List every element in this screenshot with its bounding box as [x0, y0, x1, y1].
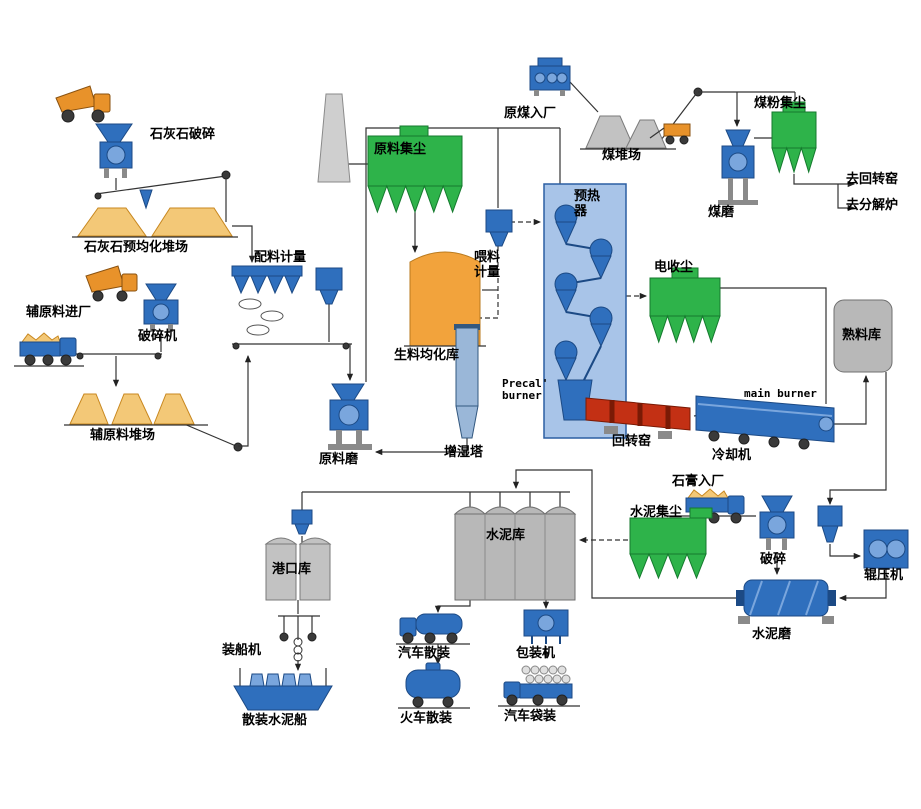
aux-crusher-icon — [143, 283, 179, 332]
label-precal-burner: Precal' burner — [502, 377, 549, 403]
label-raw-dust-collector: 原料集尘 — [374, 141, 427, 156]
roller-press-icon — [863, 529, 909, 569]
label-feed-metering: 喂料计量 — [474, 249, 501, 279]
label-cement-mill: 水泥磨 — [752, 626, 792, 641]
clinker-feed-hopper-icon — [817, 505, 843, 543]
bulk-cement-ship-icon — [233, 668, 333, 711]
label-packing-machine: 包装机 — [516, 645, 556, 660]
label-train-bulk: 火车散装 — [400, 710, 453, 725]
chimney-icon — [317, 93, 351, 183]
ship-loader-icon — [278, 615, 320, 662]
rotary-kiln-icon — [585, 397, 691, 439]
cement-dust-collector-icon — [629, 507, 713, 580]
batching-station-icon — [231, 265, 343, 336]
cooler-icon — [695, 395, 835, 450]
label-coal-yard: 煤堆场 — [602, 147, 642, 162]
label-gypsum-entry: 石膏入厂 — [672, 473, 725, 488]
label-cement-silo: 水泥库 — [486, 527, 526, 542]
limestone-crusher-icon — [95, 123, 133, 178]
label-main-burner: main burner — [744, 387, 817, 400]
limestone-dump-truck-icon — [55, 85, 111, 123]
raw-dust-collector-icon — [367, 125, 463, 214]
label-aux-material-entry: 辅原料进厂 — [26, 304, 92, 319]
bulk-train-icon — [398, 662, 470, 709]
port-silo-icon — [264, 537, 332, 601]
raw-coal-crusher-icon — [529, 57, 571, 96]
label-raw-mill: 原料磨 — [319, 451, 359, 466]
coal-dust-collector-icon — [771, 101, 817, 174]
label-aux-crusher: 破碎机 — [138, 328, 178, 343]
label-bulk-cement-ship: 散装水泥船 — [242, 712, 308, 727]
label-roller-press: 辊压机 — [864, 567, 904, 582]
label-cement-dust-collector: 水泥集尘 — [630, 504, 683, 519]
packing-machine-icon — [523, 609, 569, 644]
label-limestone-crushing: 石灰石破碎 — [150, 126, 216, 141]
limestone-yard-icon — [72, 189, 238, 238]
label-rotary-kiln: 回转窑 — [612, 433, 652, 448]
label-preheater: 预热器 — [574, 188, 601, 218]
aux-flatbed-truck-icon — [14, 332, 84, 367]
label-to-calciner: 去分解炉 — [846, 197, 899, 212]
clinker-silo-icon — [833, 299, 893, 373]
esp-icon — [649, 267, 721, 344]
humidifier-tower-icon — [454, 324, 480, 439]
label-truck-bulk: 汽车散装 — [398, 645, 451, 660]
label-raw-meal-silo: 生料均化库 — [394, 347, 460, 362]
raw-mill-icon — [328, 383, 372, 450]
label-port-silo: 港口库 — [272, 561, 312, 576]
cement-mill-icon — [736, 579, 836, 624]
gypsum-crusher-icon — [759, 495, 795, 550]
coal-mill-icon — [718, 129, 758, 205]
label-limestone-yard: 石灰石预均化堆场 — [84, 239, 189, 254]
feed-metering-hopper-icon — [485, 209, 513, 247]
aux-yard-icon — [64, 393, 208, 426]
label-raw-coal-entry: 原煤入厂 — [504, 105, 557, 120]
label-truck-bagged: 汽车袋装 — [504, 708, 557, 723]
bagged-truck-icon — [498, 665, 580, 707]
bulk-truck-icon — [396, 613, 470, 645]
label-coal-mill: 煤磨 — [708, 204, 735, 219]
label-cooler: 冷却机 — [712, 447, 752, 462]
port-feed-hopper-icon — [291, 509, 313, 535]
label-humidifier-tower: 增湿塔 — [444, 444, 484, 459]
label-aux-material-yard: 辅原料堆场 — [90, 427, 156, 442]
coal-yard-icon — [580, 115, 676, 150]
coal-reclaimer-icon — [649, 123, 691, 145]
preheater-icon — [543, 183, 627, 439]
aux-dump-truck-icon — [85, 265, 138, 302]
label-esp: 电收尘 — [654, 259, 694, 274]
label-ship-loader: 装船机 — [222, 642, 262, 657]
label-batching: 配料计量 — [254, 249, 307, 264]
label-clinker-silo: 熟料库 — [842, 327, 882, 342]
label-gypsum-crushing: 破碎 — [760, 551, 787, 566]
label-coal-dust-collector: 煤粉集尘 — [754, 95, 807, 110]
cement-silo-icon — [453, 506, 577, 601]
label-to-rotary-kiln: 去回转窑 — [846, 171, 899, 186]
